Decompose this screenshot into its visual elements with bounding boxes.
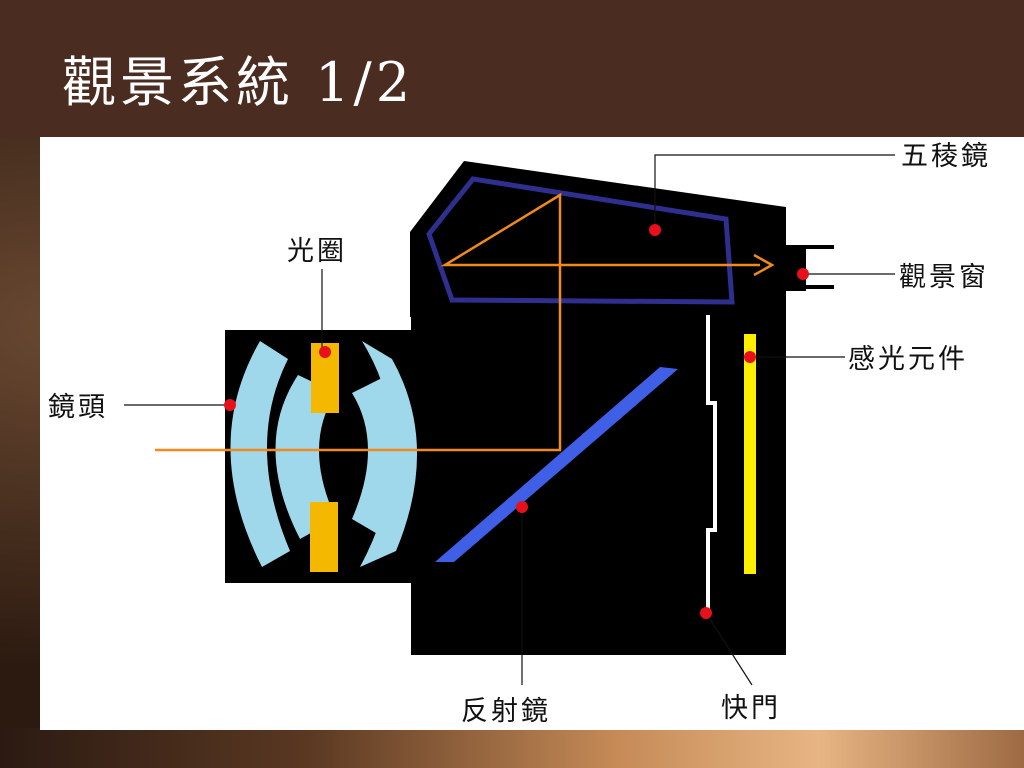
title-bar: 觀景系統 1/2: [0, 0, 1024, 137]
pentaprism-dot: [649, 224, 661, 236]
sensor-dot: [744, 351, 756, 363]
label-aperture: 光圈: [287, 236, 347, 267]
label-viewfinder: 觀景窗: [899, 262, 989, 293]
mirror-dot: [516, 501, 528, 513]
image-sensor: [744, 334, 756, 574]
camera-diagram-svg: 五稜鏡 觀景窗 光圈 感光元件 鏡頭 反射鏡 快門: [48, 141, 991, 727]
slide-title: 觀景系統 1/2: [62, 51, 415, 114]
lens-dot: [224, 399, 236, 411]
reflex-mirror: [435, 367, 678, 562]
aperture-blade-bottom: [310, 502, 338, 572]
label-pentaprism: 五稜鏡: [901, 141, 991, 172]
light-path: [155, 192, 760, 452]
lens-element-outer-left: [230, 341, 290, 567]
shutter-curtain: [706, 315, 717, 617]
aperture-dot: [319, 346, 331, 358]
lens-element-left-mid: [275, 375, 336, 539]
lens-element-outer-right: [360, 341, 418, 567]
background-photo-strip: [0, 728, 1024, 768]
viewfinder-dot: [797, 268, 809, 280]
pentaprism-shape: [426, 176, 735, 305]
label-mirror: 反射鏡: [461, 696, 551, 727]
shutter-dot: [700, 607, 712, 619]
label-sensor: 感光元件: [848, 344, 968, 375]
prism-housing: [410, 161, 786, 317]
label-shutter: 快門: [721, 693, 781, 724]
camera-diagram: 五稜鏡 觀景窗 光圈 感光元件 鏡頭 反射鏡 快門: [40, 137, 1024, 730]
light-path-arrow: [753, 253, 775, 277]
label-lens: 鏡頭: [48, 392, 108, 423]
